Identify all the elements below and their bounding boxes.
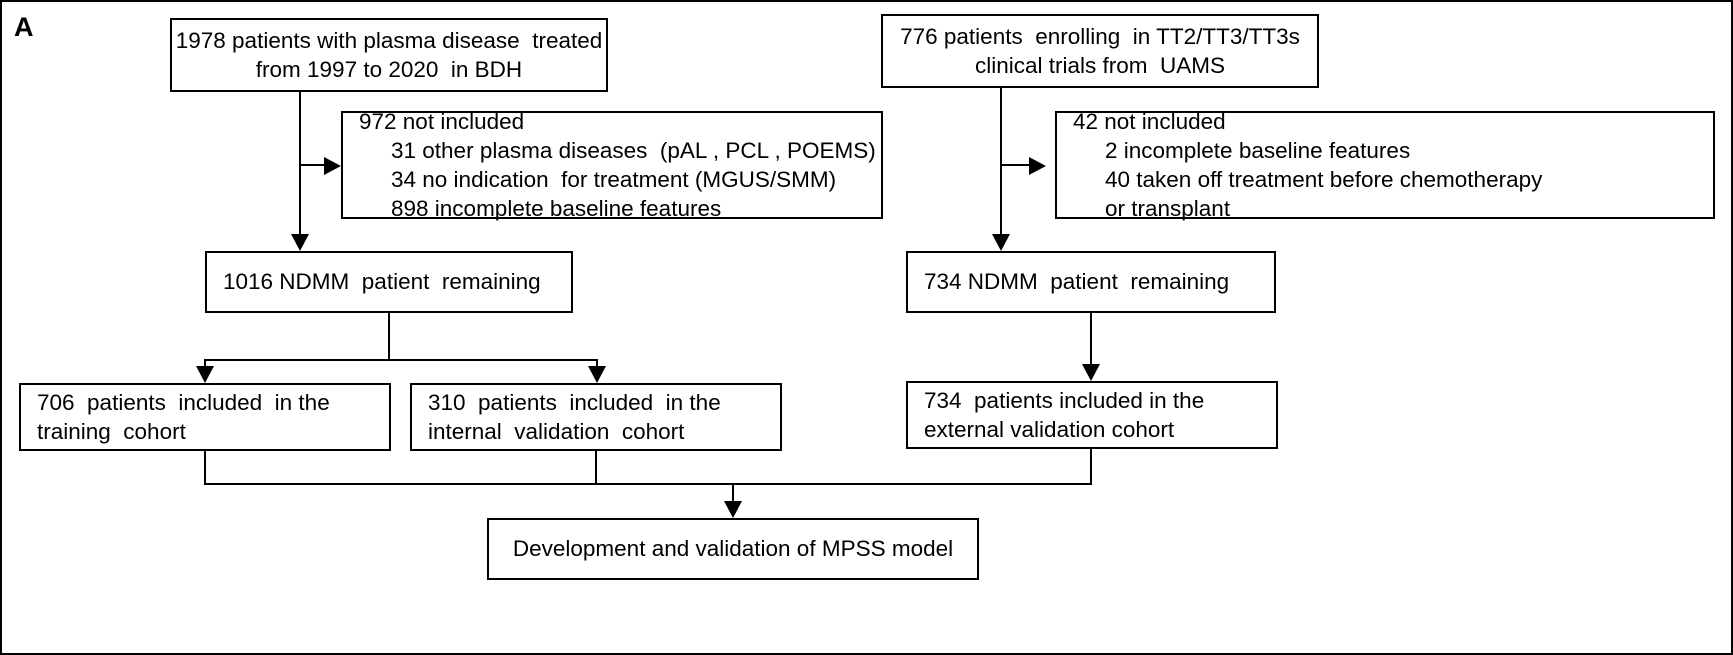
box-uams-remaining: 734 NDMM patient remaining — [906, 251, 1276, 313]
connector-external-cohort-stem — [1090, 449, 1093, 484]
box-training-cohort: 706 patients included in the training co… — [19, 383, 391, 451]
arrowhead-to-training-cohort — [196, 366, 214, 383]
box-training-cohort-line-2: training cohort — [37, 419, 186, 444]
box-bdh-excluded-line-3: 34 no indication for treatment (MGUS/SMM… — [391, 167, 837, 192]
arrowhead-to-internal-validation-cohort — [588, 366, 606, 383]
box-training-cohort-line-1: 706 patients included in the — [37, 389, 330, 415]
box-uams-excluded: 42 not included 2 incomplete baseline fe… — [1055, 109, 1715, 221]
arrowhead-uams-source-to-remaining — [992, 234, 1010, 251]
connector-training-cohort-stem — [204, 451, 207, 484]
box-uams-remaining-line-1: 734 NDMM patient remaining — [924, 269, 1230, 295]
box-uams-source-line-1: 776 patients enrolling in TT2/TT3/TT3s — [900, 23, 1300, 49]
box-bdh-excluded: 972 not included 31 other plasma disease… — [341, 109, 883, 221]
arrowhead-to-mpss-model — [724, 501, 742, 518]
figure-border-top — [0, 0, 1733, 3]
box-bdh-source: 1978 patients with plasma disease treate… — [170, 18, 608, 92]
box-mpss-model: Development and validation of MPSS model — [487, 518, 979, 580]
connector-merge-bus — [204, 483, 1092, 486]
box-uams-excluded-line-4: or transplant — [1105, 196, 1231, 222]
connector-bdh-remaining-stem — [388, 313, 391, 360]
connector-uams-remaining-to-external — [1090, 313, 1093, 364]
box-external-validation-cohort-line-2: external validation cohort — [924, 417, 1175, 442]
box-external-validation-cohort: 734 patients included in the external va… — [906, 381, 1278, 449]
box-bdh-source-line-1: 1978 patients with plasma disease treate… — [175, 27, 603, 53]
arrowhead-bdh-to-excluded — [324, 157, 341, 175]
box-bdh-source-line-2: from 1997 to 2020 in BDH — [255, 57, 523, 82]
box-mpss-model-line-1: Development and validation of MPSS model — [512, 536, 954, 562]
box-uams-excluded-line-1: 42 not included — [1073, 108, 1226, 134]
arrowhead-to-external-validation-cohort — [1082, 364, 1100, 381]
arrowhead-bdh-source-to-remaining — [291, 234, 309, 251]
figure-border-left — [0, 0, 3, 655]
box-bdh-excluded-line-1: 972 not included — [359, 108, 525, 134]
box-bdh-remaining: 1016 NDMM patient remaining — [205, 251, 573, 313]
box-uams-excluded-line-3: 40 taken off treatment before chemothera… — [1105, 167, 1543, 192]
box-internal-validation-cohort: 310 patients included in the internal va… — [410, 383, 782, 451]
box-uams-excluded-line-2: 2 incomplete baseline features — [1105, 137, 1411, 163]
connector-internal-cohort-stem — [595, 451, 598, 484]
connector-bdh-split-bus — [204, 359, 598, 362]
figure-border-right — [1730, 0, 1733, 655]
box-bdh-remaining-line-1: 1016 NDMM patient remaining — [223, 269, 541, 295]
box-uams-source: 776 patients enrolling in TT2/TT3/TT3s c… — [881, 14, 1319, 88]
arrowhead-uams-to-excluded — [1029, 157, 1046, 175]
box-internal-validation-cohort-line-2: internal validation cohort — [428, 419, 685, 444]
box-external-validation-cohort-line-1: 734 patients included in the — [924, 387, 1205, 413]
connector-uams-source-to-remaining — [1000, 88, 1003, 234]
connector-bdh-source-to-remaining — [299, 92, 302, 234]
box-bdh-excluded-line-2: 31 other plasma diseases (pAL , PCL , PO… — [391, 137, 876, 163]
connector-internal-leg-vertical — [596, 360, 599, 366]
connector-bdh-to-excluded — [300, 164, 326, 167]
box-bdh-excluded-line-4: 898 incomplete baseline features — [391, 196, 722, 222]
connector-left-leg-vertical — [204, 360, 207, 366]
connector-merge-to-model — [732, 484, 735, 501]
connector-uams-to-excluded — [1001, 164, 1030, 167]
box-internal-validation-cohort-line-1: 310 patients included in the — [428, 389, 721, 415]
panel-label-a: A — [14, 12, 34, 42]
figure-border-bottom — [0, 652, 1733, 655]
box-uams-source-line-2: clinical trials from UAMS — [974, 53, 1226, 78]
